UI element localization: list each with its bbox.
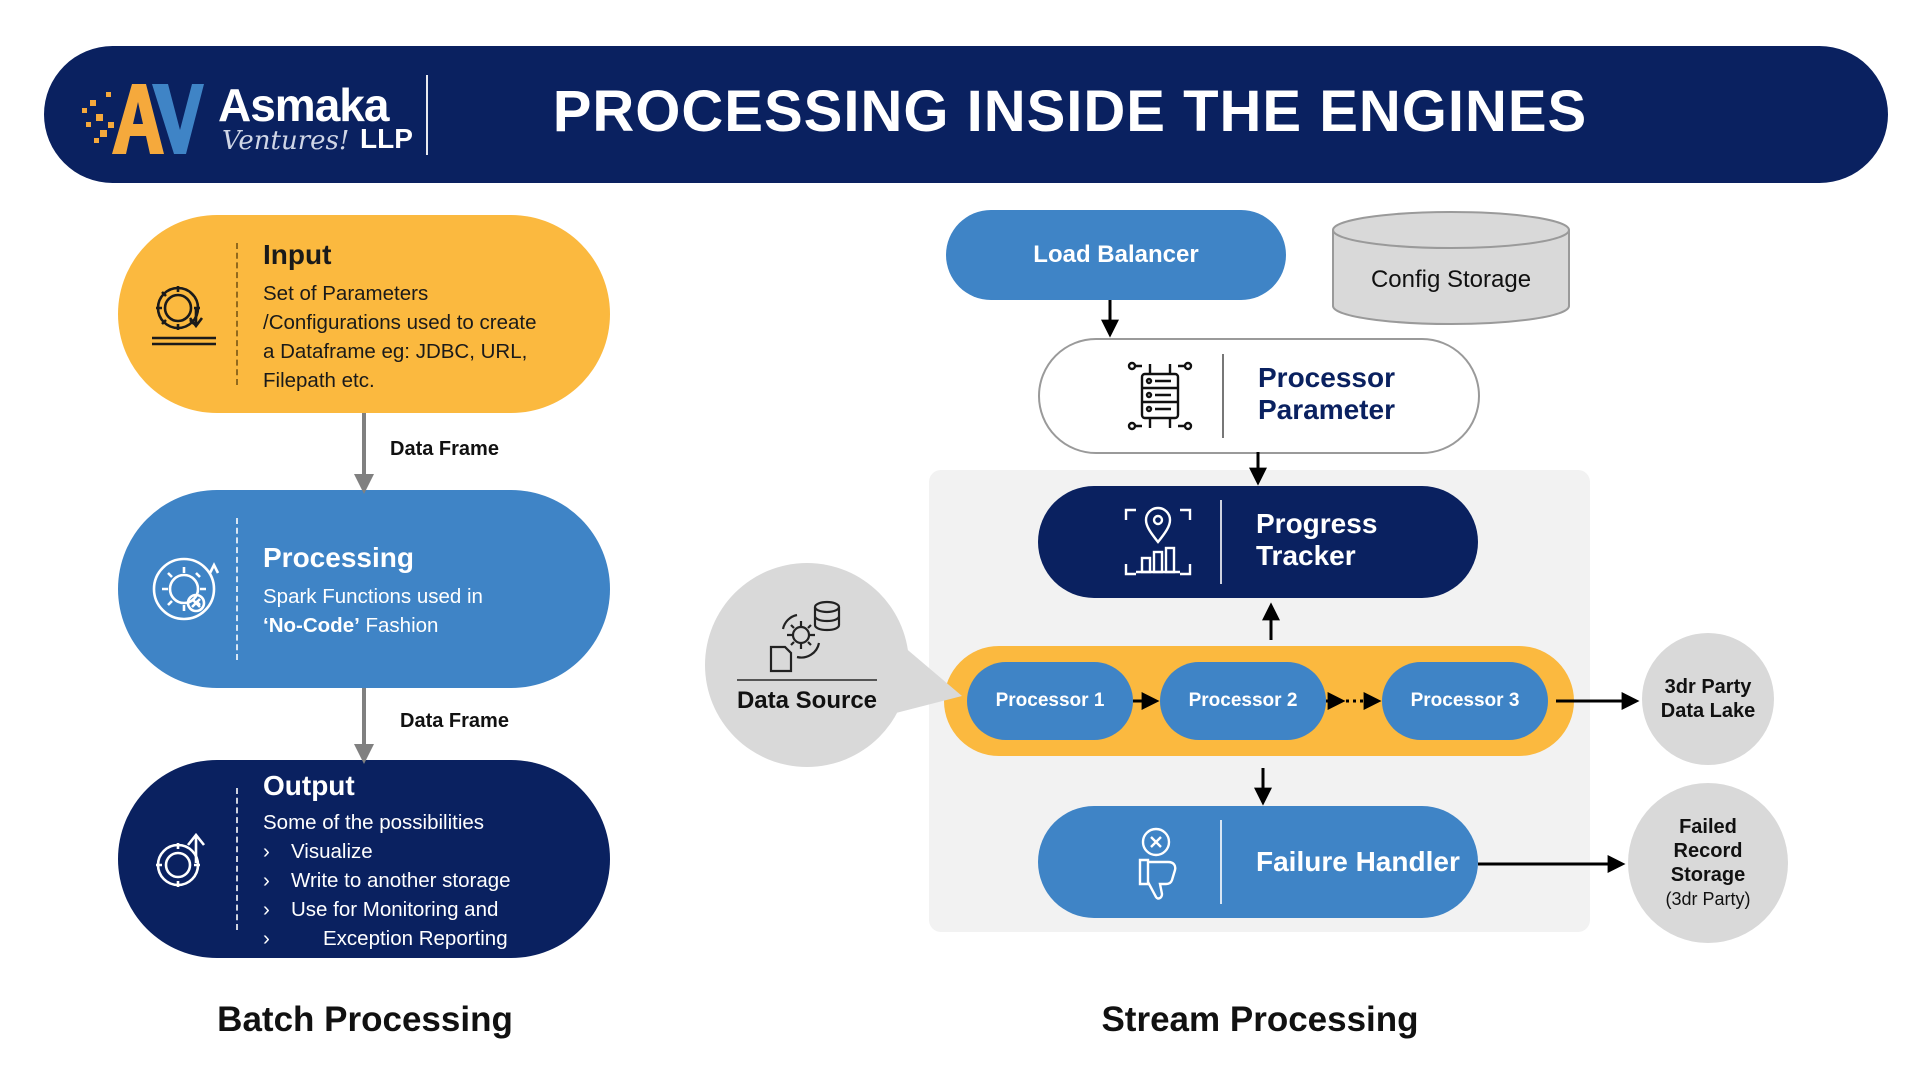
progress-tracker-separator xyxy=(1220,500,1222,584)
input-separator xyxy=(236,243,238,385)
list-item: Visualize xyxy=(263,837,511,866)
brand-name: Asmaka xyxy=(218,79,389,131)
location-chart-icon xyxy=(1124,506,1192,576)
failure-handler: Failure Handler xyxy=(1038,806,1478,918)
processing-separator xyxy=(236,518,238,660)
progress-tracker-label: Progress Tracker xyxy=(1256,508,1377,572)
gear-upload-icon xyxy=(156,832,206,887)
third-party-datalake: 3dr Party Data Lake xyxy=(1642,633,1774,765)
header-divider xyxy=(426,75,428,155)
processor-2: Processor 2 xyxy=(1160,662,1326,740)
progress-tracker-line: Progress xyxy=(1256,508,1378,539)
edge-input-processing xyxy=(362,413,366,475)
processor-1: Processor 1 xyxy=(967,662,1133,740)
data-source: Data Source xyxy=(705,563,909,767)
failed-storage-line: Storage xyxy=(1670,864,1746,886)
input-line: Set of Parameters xyxy=(263,282,429,305)
server-rack-icon xyxy=(1127,361,1193,431)
failure-handler-separator xyxy=(1220,820,1222,904)
processing-description: Spark Functions used in ‘No-Code’ Fashio… xyxy=(263,582,483,640)
input-line: a Dataframe eg: JDBC, URL, xyxy=(263,340,528,363)
stream-section-title: Stream Processing xyxy=(1101,1000,1419,1039)
list-item: Use for Monitoring and xyxy=(263,895,511,924)
failed-storage-line: Failed xyxy=(1679,816,1737,838)
brand-llp: LLP xyxy=(360,123,413,154)
output-title: Output xyxy=(263,770,355,801)
datalake-line: Data Lake xyxy=(1660,700,1756,722)
input-description: Set of Parameters /Configurations used t… xyxy=(263,279,537,395)
output-list: Visualize Write to another storage Use f… xyxy=(263,837,511,953)
edge-label-dataframe: Data Frame xyxy=(400,710,509,732)
processing-title: Processing xyxy=(263,542,414,573)
brand-tagline: Ventures! xyxy=(222,126,350,156)
no-code-emphasis: ‘No-Code’ xyxy=(263,614,360,637)
data-source-icon xyxy=(769,600,841,673)
output-stage: Output Some of the possibilities Visuali… xyxy=(118,760,610,958)
processor-3: Processor 3 xyxy=(1382,662,1548,740)
list-item: Write to another storage xyxy=(263,866,511,895)
input-line: Filepath etc. xyxy=(263,369,375,392)
input-line: /Configurations used to create xyxy=(263,311,537,334)
failure-handler-label: Failure Handler xyxy=(1256,846,1460,877)
load-balancer: Load Balancer xyxy=(946,210,1286,300)
failed-storage-line: Record xyxy=(1673,840,1743,862)
input-stage: Input Set of Parameters /Configurations … xyxy=(118,215,610,413)
processor-parameter-line: Parameter xyxy=(1258,394,1395,425)
list-item: Exception Reporting xyxy=(263,924,511,953)
output-separator xyxy=(236,788,238,930)
gear-cycle-icon xyxy=(152,557,220,621)
edge-label-dataframe: Data Frame xyxy=(390,438,499,460)
failed-record-storage: Failed Record Storage (3dr Party) xyxy=(1628,783,1788,943)
header-banner xyxy=(44,46,1888,183)
processor-parameter-line: Processor xyxy=(1258,362,1395,393)
gear-download-icon xyxy=(152,286,216,346)
asmaka-logo-icon xyxy=(82,84,204,154)
processor-parameter-label: Processor Parameter xyxy=(1258,362,1395,426)
data-source-label: Data Source xyxy=(736,687,878,714)
progress-tracker: Progress Tracker xyxy=(1038,486,1478,598)
page-title: PROCESSING INSIDE THE ENGINES xyxy=(552,79,1588,144)
processor-parameter: Processor Parameter xyxy=(1038,338,1480,454)
config-storage-cylinder: Config Storage xyxy=(1332,211,1570,325)
failed-storage-sublabel: (3dr Party) xyxy=(1665,889,1751,909)
progress-tracker-line: Tracker xyxy=(1256,540,1356,571)
output-description: Some of the possibilities Visualize Writ… xyxy=(263,808,511,953)
batch-section-title: Batch Processing xyxy=(217,1000,513,1039)
processing-line: ‘No-Code’ Fashion xyxy=(263,611,483,640)
output-intro: Some of the possibilities xyxy=(263,811,485,834)
edge-processing-output xyxy=(362,688,366,746)
input-title: Input xyxy=(263,239,332,270)
config-storage-label: Config Storage xyxy=(1371,266,1531,293)
processing-line-rest: Fashion xyxy=(359,614,439,637)
datalake-line: 3dr Party xyxy=(1664,676,1752,698)
processor-parameter-separator xyxy=(1222,354,1224,438)
processing-stage: Processing Spark Functions used in ‘No-C… xyxy=(118,490,610,688)
thumbs-down-icon xyxy=(1138,827,1177,900)
processing-line: Spark Functions used in xyxy=(263,585,483,608)
